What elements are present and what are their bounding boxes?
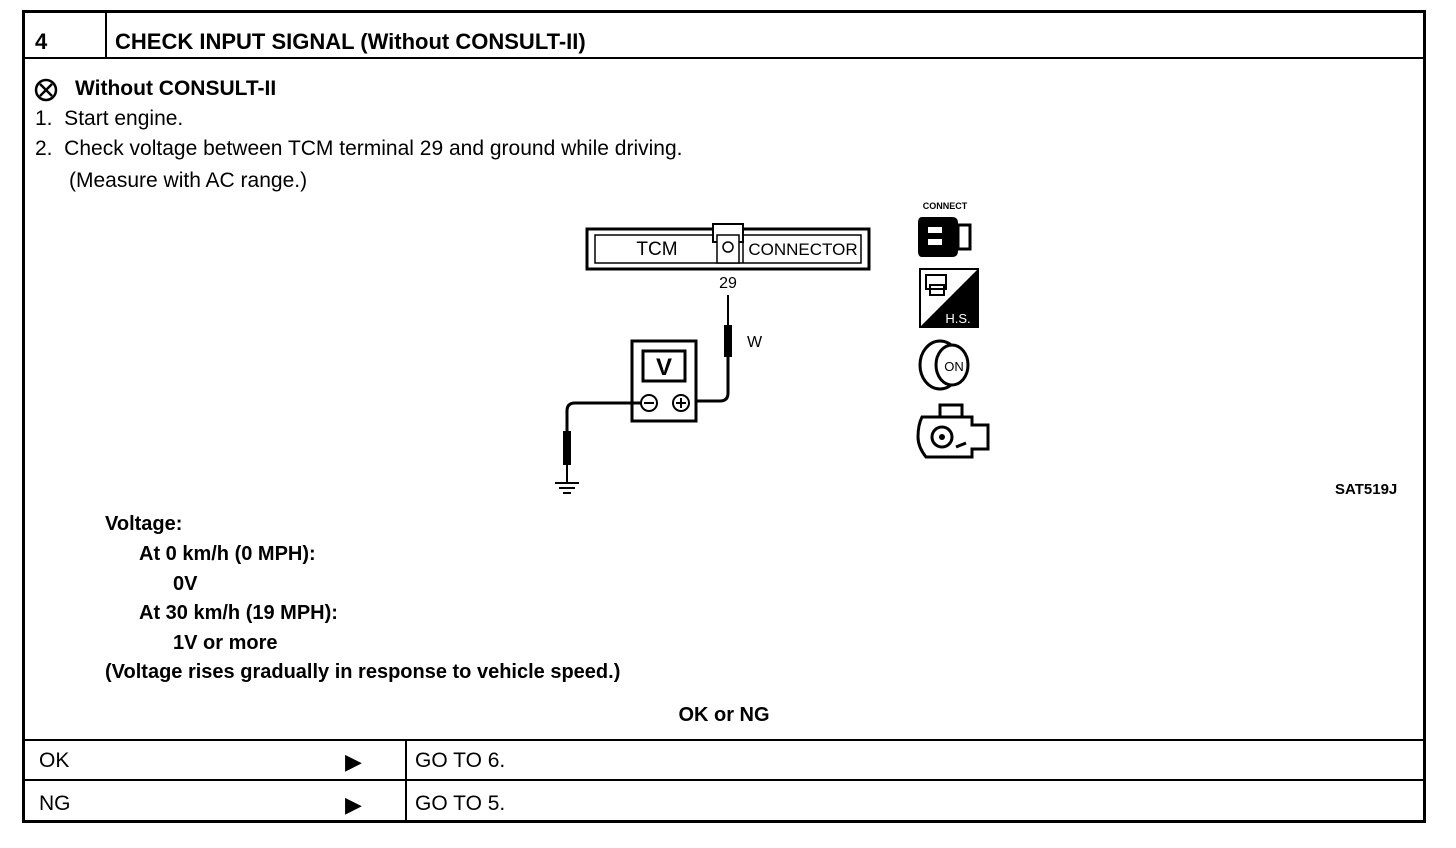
harness-side-label: H.S.: [945, 311, 970, 326]
procedure-heading: Without CONSULT-II: [75, 77, 277, 100]
ignition-on-icon: ON: [918, 339, 970, 391]
harness-side-icon: H.S.: [919, 268, 979, 328]
engine-running-icon: [916, 403, 990, 459]
header-rule: [25, 57, 1423, 59]
no-consult-icon: [34, 78, 58, 102]
wiring-diagram: TCM CONNECTOR 29 W V: [555, 223, 871, 494]
result-ok-label: OK: [39, 749, 70, 772]
result-ng-action: GO TO 5.: [415, 792, 506, 815]
header-divider: [105, 13, 107, 57]
spec-note: (Voltage rises gradually in response to …: [105, 661, 621, 683]
wire-color-label: W: [747, 334, 763, 351]
result-ok-arrow: ▶: [345, 749, 362, 774]
spec-label: Voltage:: [105, 513, 183, 535]
spec-value-2: 1V or more: [173, 632, 278, 654]
connect-icon: CONNECT: [918, 201, 972, 257]
results-middle-rule: [25, 779, 1423, 781]
connector-label: CONNECTOR: [748, 240, 857, 259]
meter-label: V: [656, 354, 672, 381]
results-divider: [405, 739, 407, 823]
procedure-step-2: 2. Check voltage between TCM terminal 29…: [35, 137, 683, 160]
spec-condition-2: At 30 km/h (19 MPH):: [139, 602, 338, 624]
procedure-step-2-note: (Measure with AC range.): [69, 169, 308, 192]
result-ok-action: GO TO 6.: [415, 749, 506, 772]
spec-value-1: 0V: [173, 573, 198, 595]
diagnostic-step-table: 4 CHECK INPUT SIGNAL (Without CONSULT-II…: [22, 10, 1426, 823]
result-ng-arrow: ▶: [345, 792, 362, 817]
procedure-step-1: 1. Start engine.: [35, 107, 184, 130]
result-ng-label: NG: [39, 792, 71, 815]
figure-code: SAT519J: [1335, 481, 1398, 498]
terminal-number: 29: [719, 275, 737, 292]
step-title: CHECK INPUT SIGNAL (Without CONSULT-II): [115, 29, 586, 54]
spec-condition-1: At 0 km/h (0 MPH):: [139, 543, 316, 565]
result-prompt: OK or NG: [678, 704, 770, 726]
step-number: 4: [35, 29, 48, 54]
connect-icon-label: CONNECT: [923, 201, 968, 211]
ignition-on-label: ON: [944, 359, 964, 374]
tcm-label: TCM: [636, 239, 677, 260]
results-top-rule: [25, 739, 1423, 741]
